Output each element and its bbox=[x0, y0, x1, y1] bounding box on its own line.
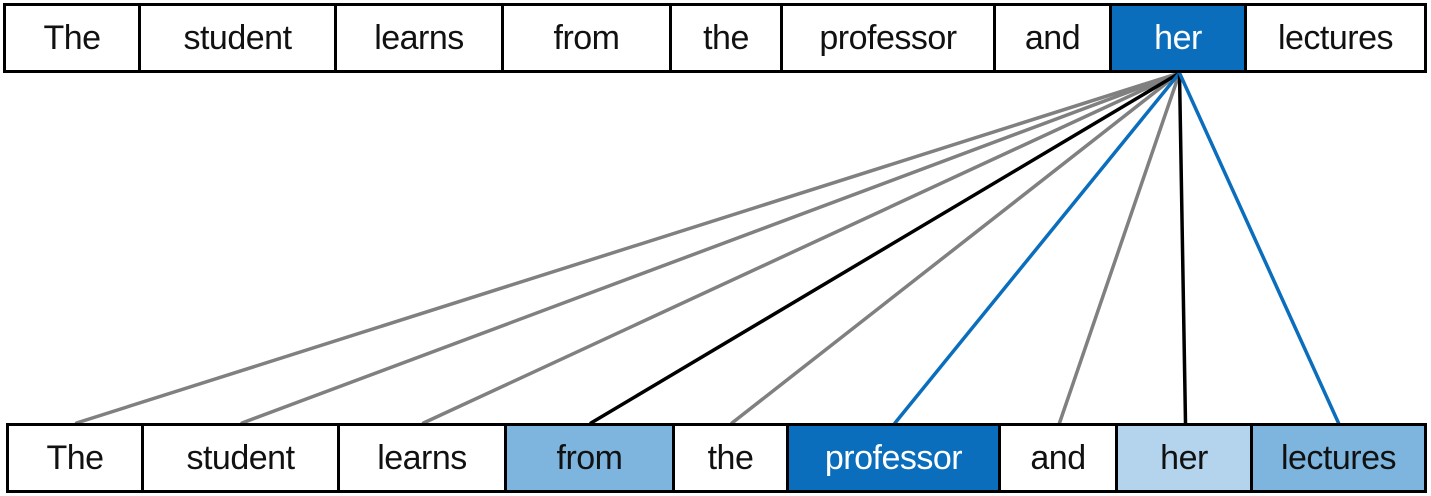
query-token-4: the bbox=[672, 6, 783, 70]
key-token-5: professor bbox=[789, 426, 1001, 490]
key-token-7: her bbox=[1118, 426, 1253, 490]
key-token-8: lectures bbox=[1253, 426, 1424, 490]
key-token-3: from bbox=[507, 426, 675, 490]
key-token-1: student bbox=[144, 426, 340, 490]
query-token-7: her bbox=[1112, 6, 1247, 70]
key-token-6: and bbox=[1001, 426, 1118, 490]
query-token-6: and bbox=[996, 6, 1112, 70]
attention-link-to-7 bbox=[1177, 71, 1188, 425]
query-token-0: The bbox=[6, 6, 141, 70]
query-token-2: learns bbox=[337, 6, 504, 70]
attention-link-to-1 bbox=[240, 71, 1182, 425]
query-token-1: student bbox=[141, 6, 337, 70]
key-token-0: The bbox=[9, 426, 144, 490]
attention-link-to-6 bbox=[1057, 71, 1182, 425]
query-token-8: lectures bbox=[1247, 6, 1424, 70]
key-token-4: the bbox=[675, 426, 789, 490]
key-token-2: learns bbox=[340, 426, 507, 490]
attention-link-to-8 bbox=[1177, 71, 1341, 425]
attention-link-to-0 bbox=[74, 71, 1182, 425]
query-token-5: professor bbox=[783, 6, 996, 70]
attention-link-to-5 bbox=[893, 71, 1182, 425]
query-token-3: from bbox=[504, 6, 672, 70]
attention-link-to-3 bbox=[589, 71, 1182, 425]
attention-link-to-2 bbox=[421, 71, 1182, 425]
attention-link-to-4 bbox=[730, 71, 1182, 425]
